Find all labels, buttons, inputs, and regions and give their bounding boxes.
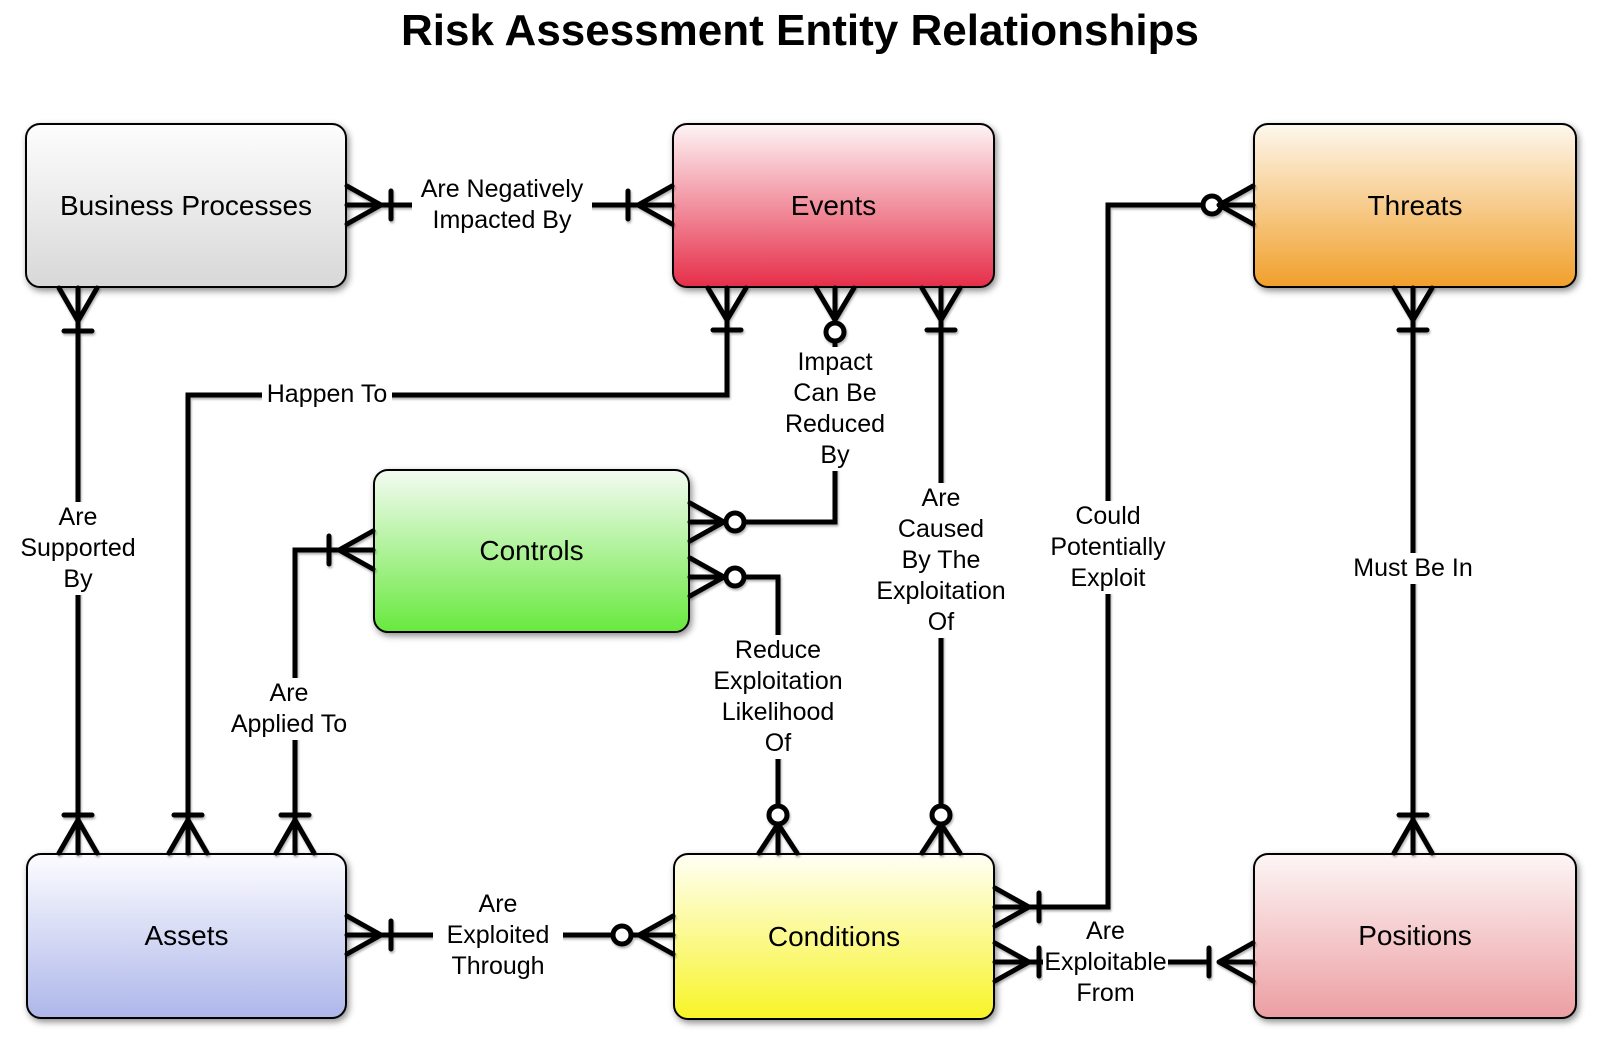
- relationship-label-impact-can-be-reduced-by: Impact Can Be Reduced By: [780, 347, 890, 471]
- cardinality-one-or-many-icon: [344, 183, 394, 227]
- relationship-label-reduce-exploitation-likelihood-of: Reduce Exploitation Likelihood Of: [708, 635, 848, 759]
- cardinality-zero-or-many-icon: [919, 803, 963, 856]
- relationship-label-happen-to: Happen To: [262, 379, 392, 410]
- cardinality-one-or-many-icon: [344, 913, 394, 957]
- cardinality-one-or-many-icon: [56, 285, 100, 334]
- entity-label-assets: Assets: [144, 920, 229, 951]
- cardinality-one-or-many-icon: [1391, 812, 1435, 856]
- cardinality-one-or-many-icon: [625, 183, 675, 227]
- entity-label-positions: Positions: [1358, 920, 1472, 951]
- relationship-label-are-applied-to: Are Applied To: [224, 678, 354, 740]
- entity-label-business-processes: Business Processes: [59, 189, 313, 221]
- cardinality-one-or-many-icon: [992, 940, 1042, 984]
- cardinality-one-or-many-icon: [1391, 285, 1435, 333]
- entity-box-business-processes: Business Processes: [25, 123, 347, 288]
- relationship-label-must-be-in: Must Be In: [1348, 553, 1478, 584]
- relationship-label-are-exploitable-from: Are Exploitable From: [1043, 916, 1168, 1009]
- entity-box-positions: Positions: [1253, 853, 1577, 1019]
- entity-label-threats: Threats: [1367, 189, 1463, 221]
- entity-label-conditions: Conditions: [767, 920, 901, 952]
- cardinality-one-or-many-icon: [1206, 940, 1256, 984]
- relationship-label-are-exploited-through: Are Exploited Through: [433, 889, 563, 982]
- cardinality-one-or-many-icon: [56, 812, 100, 856]
- cardinality-zero-or-many-icon: [1200, 183, 1256, 227]
- cardinality-one-or-many-icon: [705, 285, 749, 333]
- cardinality-one-or-many-icon: [919, 285, 963, 333]
- entity-box-assets: Assets: [26, 853, 347, 1019]
- relationship-label-are-caused-by-the-exploitation-of: Are Caused By The Exploitation Of: [871, 483, 1011, 638]
- cardinality-zero-or-many-icon: [756, 803, 800, 856]
- entity-box-events: Events: [672, 123, 995, 288]
- cardinality-one-or-many-icon: [273, 812, 317, 856]
- relationship-label-are-negatively-impacted-by: Are Negatively Impacted By: [412, 174, 592, 236]
- cardinality-zero-or-many-icon: [687, 555, 747, 599]
- entity-label-events: Events: [790, 189, 877, 221]
- cardinality-zero-or-many-icon: [687, 500, 747, 544]
- cardinality-one-or-many-icon: [326, 528, 376, 572]
- relationship-label-could-potentially-exploit: Could Potentially Exploit: [1043, 501, 1173, 594]
- cardinality-one-or-many-icon: [992, 885, 1042, 929]
- entity-box-controls: Controls: [373, 469, 690, 633]
- entity-box-conditions: Conditions: [673, 853, 995, 1020]
- entity-box-threats: Threats: [1253, 123, 1577, 288]
- entity-label-controls: Controls: [479, 535, 584, 566]
- page-title: Risk Assessment Entity Relationships: [401, 6, 1199, 55]
- relationship-label-are-supported-by: Are Supported By: [13, 502, 143, 595]
- cardinality-zero-or-many-icon: [813, 285, 857, 344]
- cardinality-zero-or-many-icon: [610, 913, 676, 957]
- cardinality-one-or-many-icon: [166, 812, 210, 856]
